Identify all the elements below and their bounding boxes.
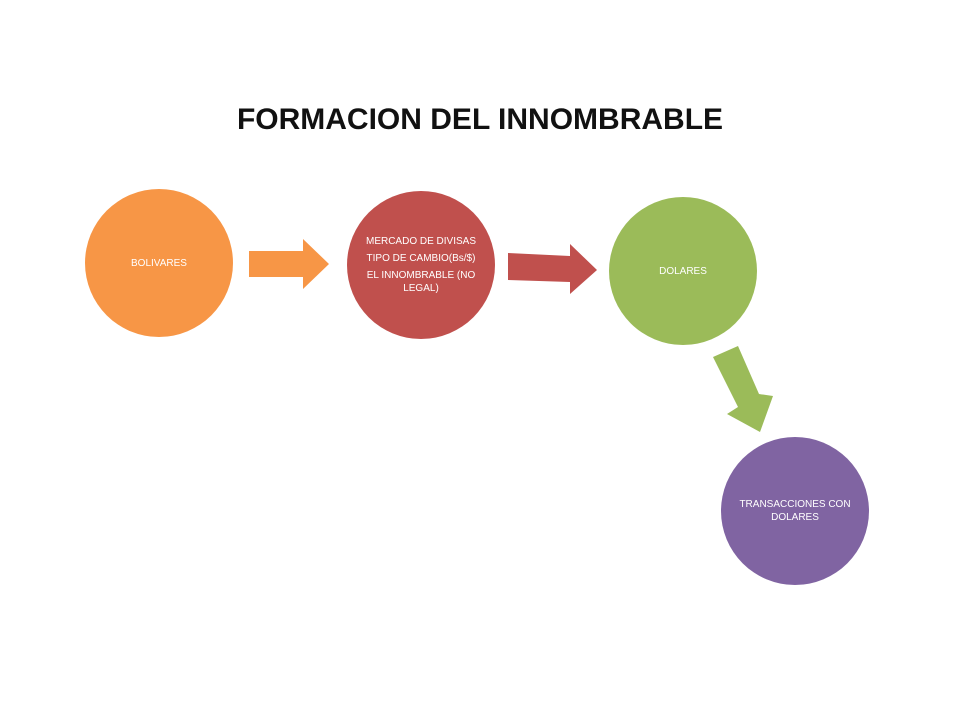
node-transacciones: TRANSACCIONES CON DOLARES (721, 437, 869, 585)
arrow-bolivares-to-mercado (249, 239, 329, 289)
node-mercado-line-2: TIPO DE CAMBIO(Bs/$) (366, 253, 476, 264)
node-mercado-line-1: MERCADO DE DIVISAS (365, 236, 477, 247)
node-dolares: DOLARES (609, 197, 757, 345)
node-mercado-line-3: EL INNOMBRABLE (NO LEGAL) (366, 270, 476, 294)
node-mercado-de-divisas: MERCADO DE DIVISAS TIPO DE CAMBIO(Bs/$) … (347, 191, 495, 339)
diagram-title: FORMACION DEL INNOMBRABLE (236, 103, 724, 136)
node-bolivares-label: BOLIVARES (131, 257, 187, 269)
node-dolares-label: DOLARES (659, 265, 707, 277)
node-transacciones-label: TRANSACCIONES CON DOLARES (739, 499, 851, 523)
arrow-dolares-to-transacciones (713, 346, 773, 432)
arrow-mercado-to-dolares (508, 244, 597, 294)
node-bolivares: BOLIVARES (85, 189, 233, 337)
